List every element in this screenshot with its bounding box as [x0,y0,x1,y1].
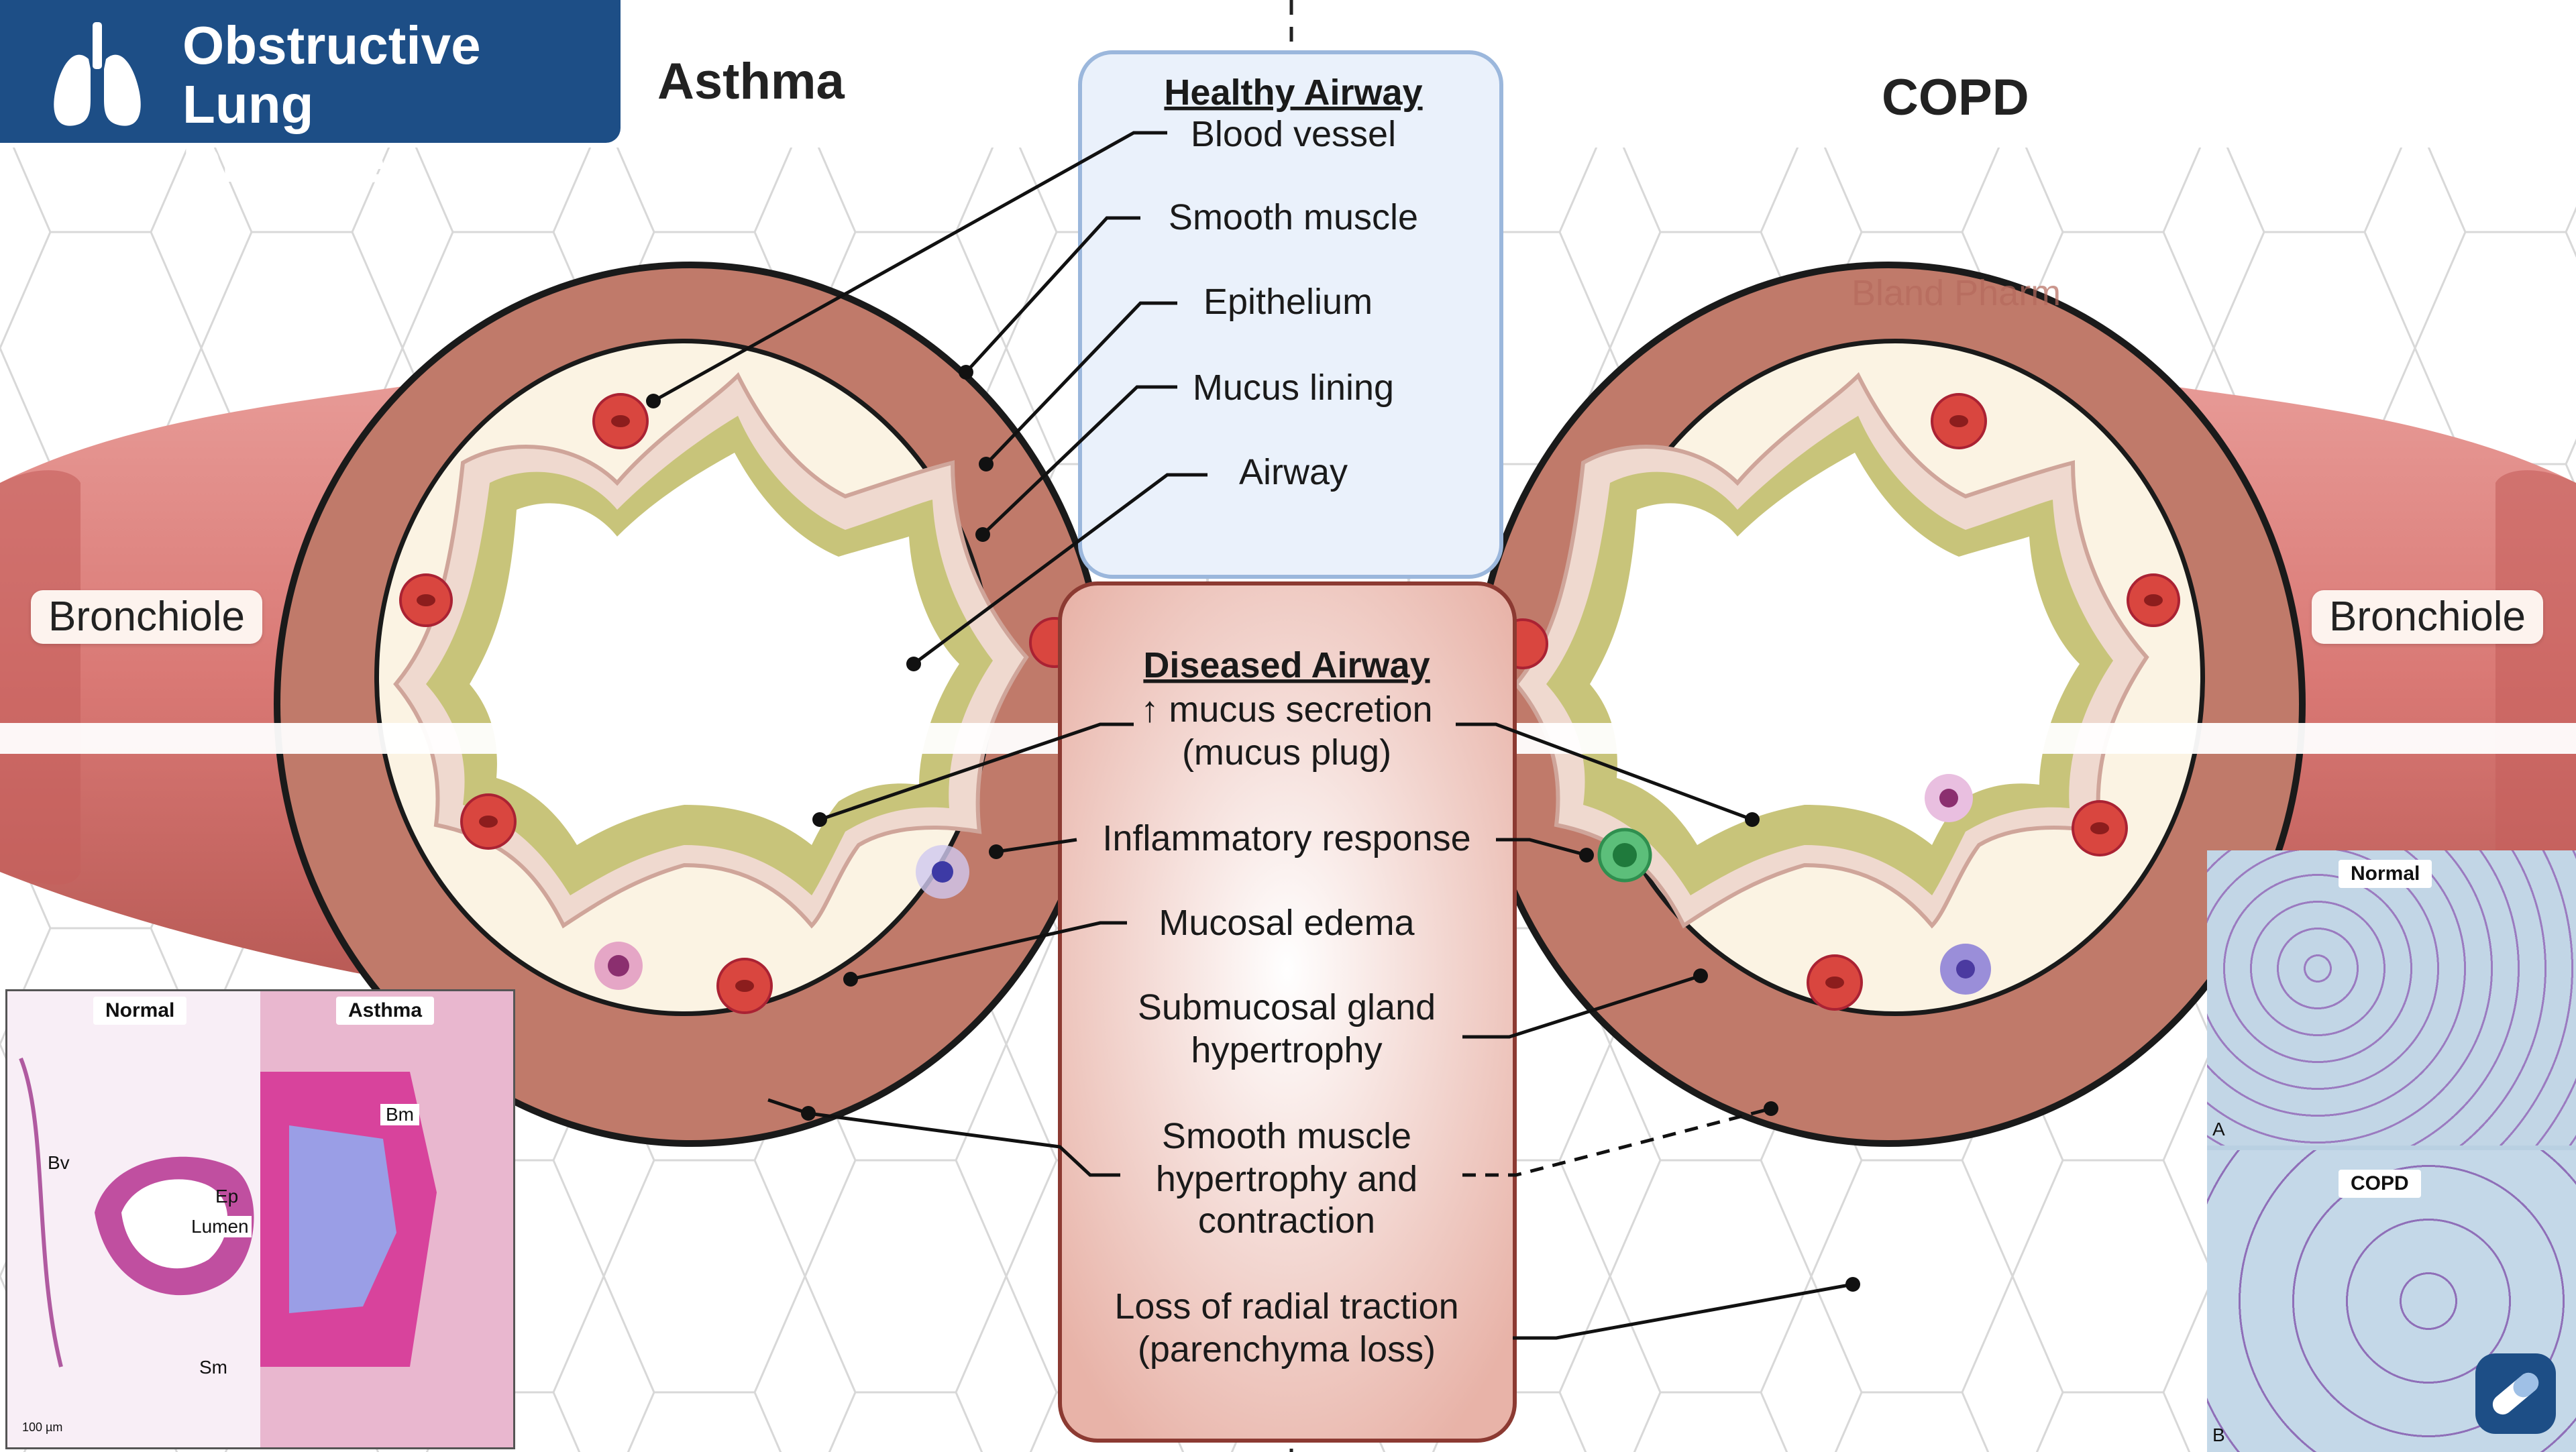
histology-scale: 100 µm [22,1420,63,1434]
healthy-heading: Healthy Airway [1164,72,1422,113]
healthy-item-epithelium: Epithelium [1203,282,1373,322]
copd-inflammatory-cells [1597,774,1991,995]
diseased-leader-lines [767,722,1854,1340]
asthma-inflammatory-cells [594,845,969,990]
diseased-item-mucus-secretion: ↑ mucus secretion [1140,689,1432,730]
healthy-leader-lines [652,131,1208,666]
histology-normal-tag: Normal [93,997,187,1025]
smooth-muscle-copd-dashed [1462,1107,1772,1177]
copd-blood-vessels [1497,393,2180,1011]
histology-normal-panel [2207,850,2576,1146]
healthy-item-smooth-muscle: Smooth muscle [1169,197,1418,237]
healthy-airway-box [1078,50,1503,579]
histology-inset-asthma: Normal Asthma Bv Ep Lumen Sm Bm 100 µm [5,989,515,1449]
diseased-item-mucosal-edema: Mucosal edema [1159,903,1415,943]
diseased-item-contraction: contraction [1198,1200,1375,1241]
watermark: Bland Pharm [1851,273,2061,313]
histology-label-lumen: Lumen [189,1216,252,1237]
diseased-item-inflammatory-response: Inflammatory response [1102,818,1470,858]
header-title-banner: Obstructive Lung Disease [0,0,621,193]
histology-panel-b: B [2212,1425,2225,1445]
histology-copd-tag: COPD [2339,1170,2421,1198]
asthma-title: Asthma [657,53,845,110]
asthma-blood-vessels [399,393,1080,1014]
copd-airway: Bland Pharm [1471,262,2306,1147]
diseased-item-loss-radial-traction: Loss of radial traction [1114,1286,1458,1327]
copd-title: COPD [1882,69,2029,126]
diseased-item-hypertrophy: hypertrophy [1191,1030,1382,1070]
diseased-airway-box [1058,581,1517,1443]
page-title-line2: Disease [182,133,386,193]
diseased-item-parenchyma-loss: (parenchyma loss) [1138,1329,1436,1370]
histology-label-bv: Bv [48,1152,70,1173]
histology-asthma-image [7,991,513,1447]
diseased-heading: Diseased Airway [1143,645,1430,685]
diseased-item-mucus-plug: (mucus plug) [1182,732,1391,773]
page-title: Obstructive Lung Disease [182,16,621,193]
diseased-item-submucosal-gland: Submucosal gland [1138,987,1436,1027]
page-title-line1: Obstructive Lung [182,15,481,134]
histology-label-bm: Bm [380,1104,419,1125]
diseased-item-hypertrophy-and: hypertrophy and [1156,1159,1417,1199]
healthy-item-airway: Airway [1239,452,1348,492]
histology-normal-tag-right: Normal [2339,860,2432,888]
histology-panel-a: A [2212,1119,2225,1139]
pill-badge-icon [2475,1353,2556,1434]
diseased-item-smooth-muscle: Smooth muscle [1162,1116,1411,1156]
healthy-item-mucus-lining: Mucus lining [1193,368,1394,408]
lungs-icon [54,22,141,126]
histology-inset-copd: Normal COPD A B [2207,850,2576,1452]
histology-label-ep: Ep [215,1186,239,1207]
healthy-item-blood-vessel: Blood vessel [1191,114,1396,154]
histology-asthma-tag: Asthma [336,997,435,1025]
bronchiole-label-left: Bronchiole [31,590,262,644]
bronchiole-label-right: Bronchiole [2312,590,2543,644]
histology-label-sm: Sm [199,1357,227,1378]
